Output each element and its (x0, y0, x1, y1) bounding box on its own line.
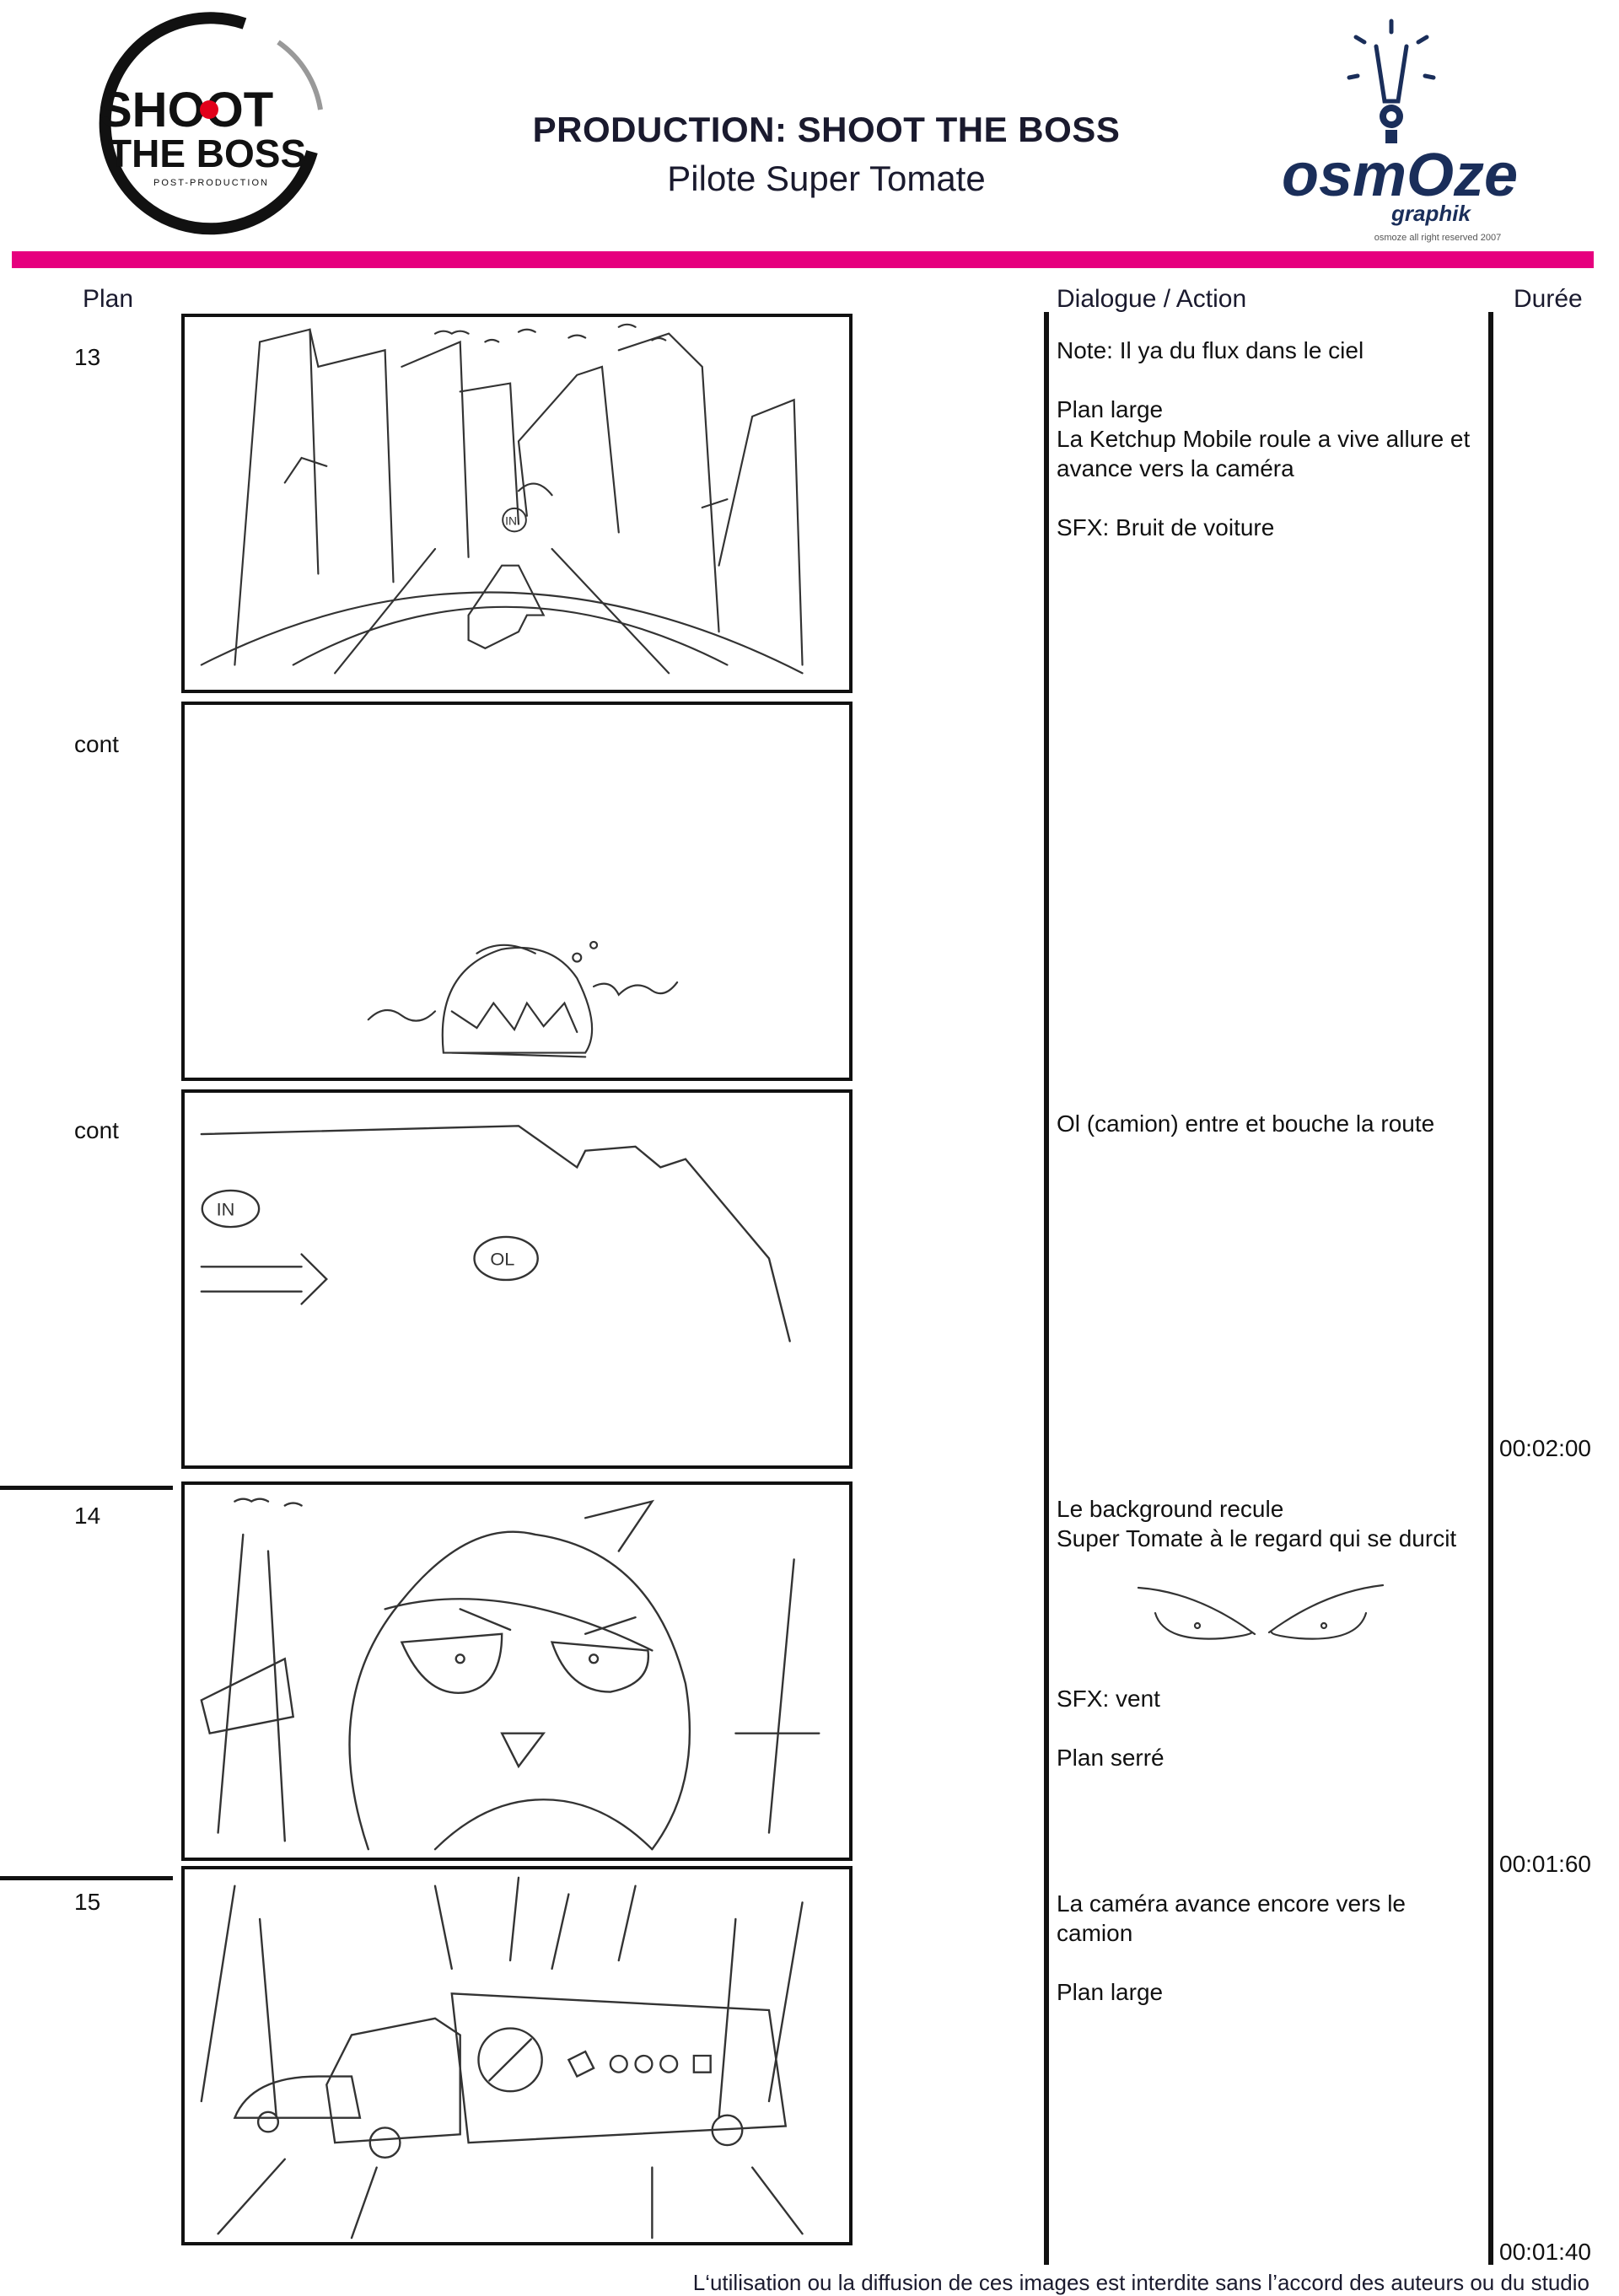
plan-label: 14 (74, 1503, 101, 1529)
graphik-text: graphik (1390, 201, 1471, 226)
header-accent-bar (12, 251, 1594, 268)
column-header-duree: Durée (1514, 285, 1583, 313)
osmoze-graphik-logo: osmOze graphik (1265, 8, 1518, 245)
dialogue-line: Super Tomate à le regard qui se durcit (1057, 1525, 1457, 1551)
storyboard-panel-cont-1 (181, 702, 853, 1081)
dialogue-line: Plan large (1057, 1979, 1164, 2005)
plan-label: 13 (74, 344, 101, 370)
dialogue-13: Note: Il ya du flux dans le ciel Plan la… (1057, 336, 1487, 542)
dialogue-line: Ol (camion) entre et bouche la route (1057, 1110, 1435, 1137)
dialogue-14: Le background recule Super Tomate à le r… (1057, 1494, 1487, 1553)
production-title: PRODUCTION: SHOOT THE BOSS (532, 110, 1121, 149)
footer-copyright: L‘utilisation ou la diffusion de ces ima… (692, 2270, 1589, 2295)
column-header-plan: Plan (83, 285, 134, 313)
storyboard-panel-15 (181, 1866, 853, 2245)
dialogue-line: Plan large (1057, 396, 1164, 422)
eyes-sketch (1130, 1575, 1391, 1655)
dialogue-line: La Ketchup Mobile roule a vive allure et… (1057, 426, 1471, 481)
logo-tagline: POST-PRODUCTION (153, 178, 269, 188)
panel-note-ol: OL (490, 1248, 514, 1269)
storyboard-panel-cont-2: IN OL (181, 1089, 853, 1469)
storyboard-panel-13: IN (181, 314, 853, 693)
storyboard-panel-14 (181, 1481, 853, 1861)
dialogue-line: SFX: Bruit de voiture (1057, 514, 1275, 540)
duration-value: 00:01:60 (1499, 1851, 1591, 1877)
duration-value: 00:02:00 (1499, 1435, 1591, 1461)
dialogue-cont-2: Ol (camion) entre et bouche la route (1057, 1109, 1487, 1138)
logo-boss-text: THE BOSS (108, 132, 306, 175)
column-divider-right (1488, 312, 1493, 2265)
rights-notice: osmoze all right reserved 2007 (1374, 233, 1502, 243)
shot-separator-14 (0, 1486, 173, 1490)
osmoze-text: osmOze (1282, 142, 1518, 209)
dialogue-line: La caméra avance encore vers le camion (1057, 1890, 1406, 1946)
plan-label: cont (74, 731, 119, 757)
column-header-dialogue: Dialogue / Action (1057, 285, 1247, 313)
dialogue-14-after: SFX: vent Plan serré (1057, 1684, 1487, 1772)
column-divider-left (1044, 312, 1049, 2265)
dialogue-line: Plan serré (1057, 1745, 1164, 1771)
plan-label: 15 (74, 1889, 101, 1915)
dialogue-line: Le background recule (1057, 1496, 1284, 1522)
panel-note-in: IN (505, 515, 517, 528)
shoot-the-boss-logo: SHOOT THE BOSS POST-PRODUCTION (84, 8, 337, 245)
dialogue-line: Note: Il ya du flux dans le ciel (1057, 337, 1364, 363)
plan-label: cont (74, 1117, 119, 1143)
shot-separator-15 (0, 1876, 173, 1880)
dialogue-line: SFX: vent (1057, 1686, 1160, 1712)
duration-value: 00:01:40 (1499, 2239, 1591, 2265)
panel-note-in: IN (217, 1198, 235, 1219)
logo-shoot-text: SHOOT (100, 83, 273, 137)
dialogue-15: La caméra avance encore vers le camion P… (1057, 1889, 1487, 2007)
production-subtitle: Pilote Super Tomate (667, 159, 986, 198)
